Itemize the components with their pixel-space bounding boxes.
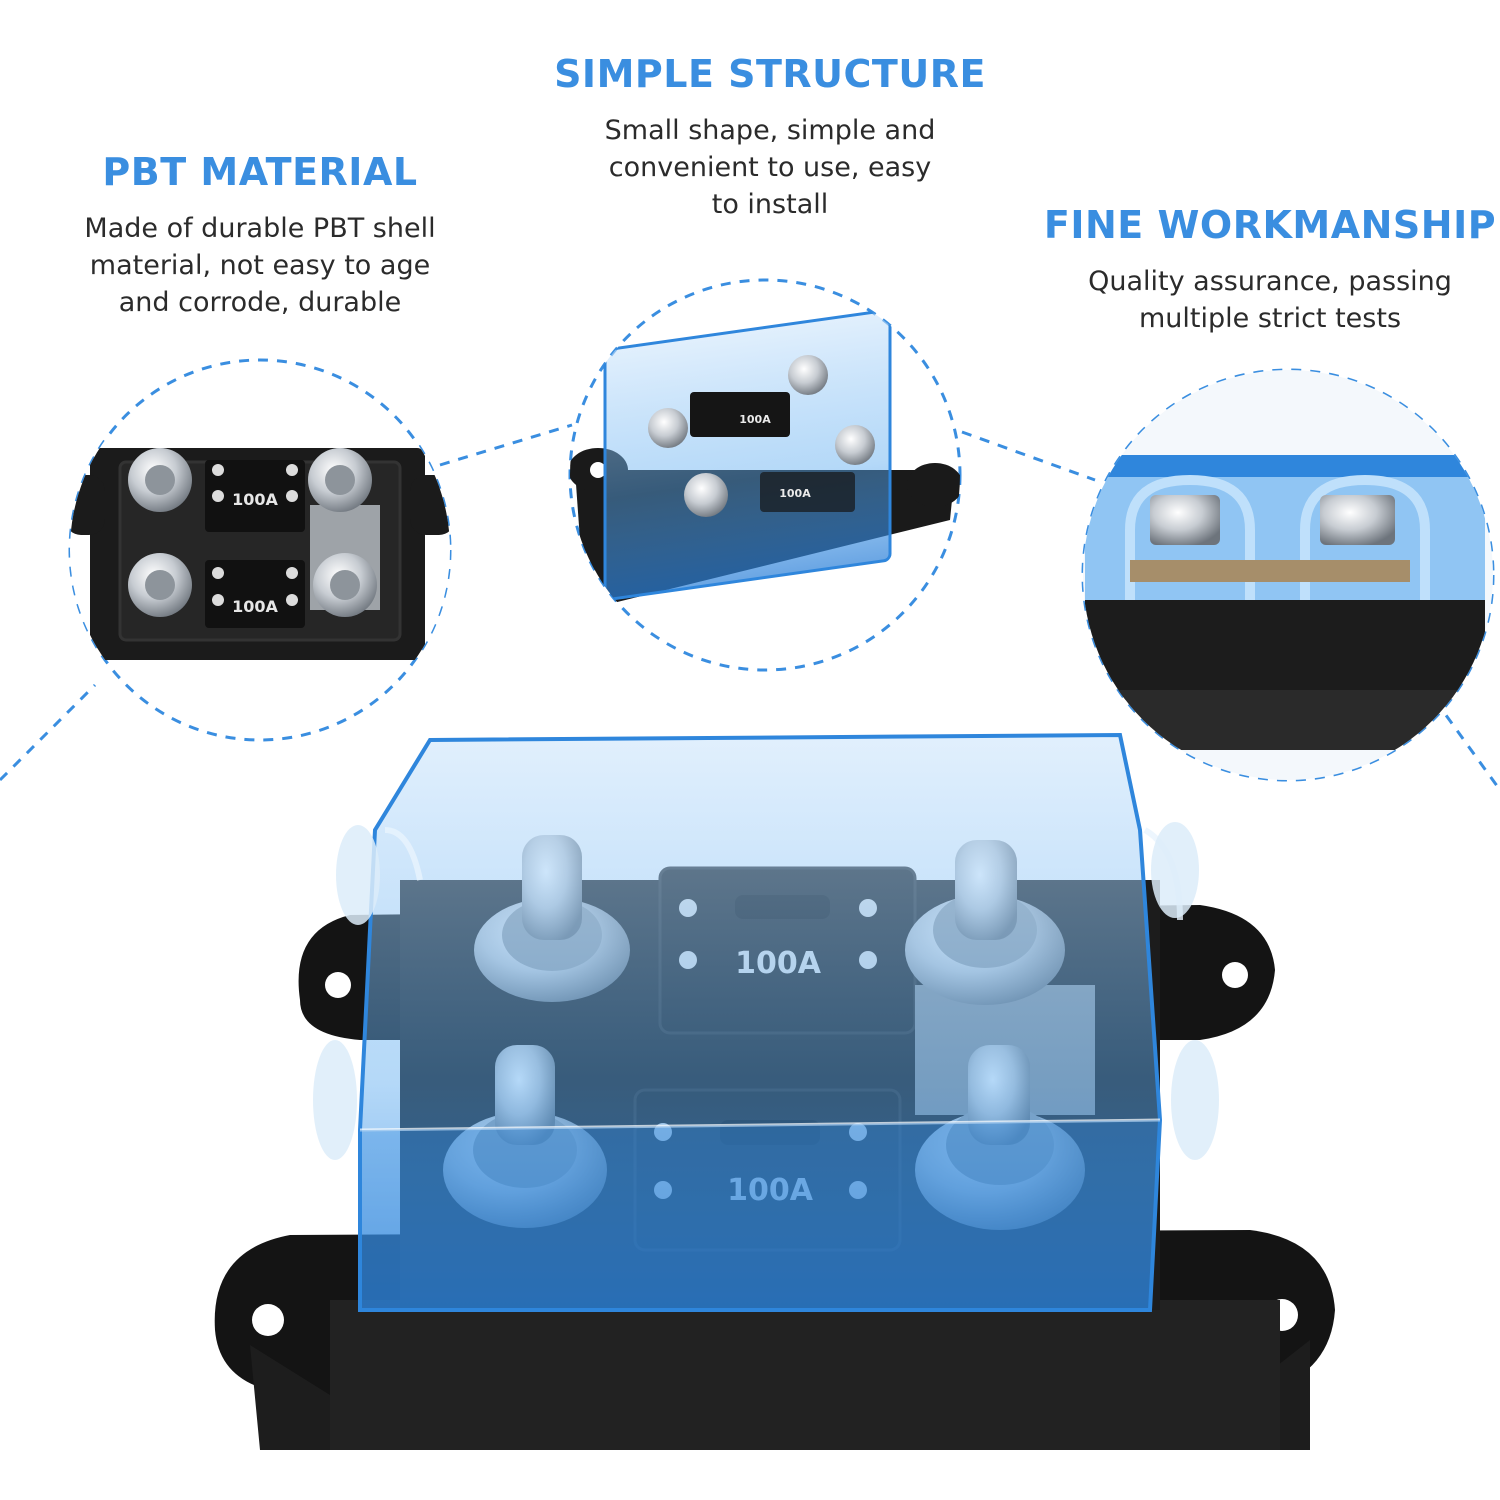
feature-description: Made of durable PBT shell material, not … [40, 210, 480, 321]
feature-title: SIMPLE STRUCTURE [554, 52, 986, 96]
feature-description-line: multiple strict tests [1138, 302, 1402, 334]
connector-line-mid-right [961, 430, 1096, 482]
feature-title: FINE WORKMANSHIP [1043, 203, 1497, 247]
connector-line-left [0, 683, 97, 782]
fuse-rating-label: 100A [739, 413, 771, 426]
feature-description: Quality assurance, passing multiple stri… [1040, 263, 1500, 337]
detail-view-side-closeup [1083, 370, 1493, 780]
fuse-rating-label: 100A [232, 597, 278, 616]
feature-description-line: to install [711, 188, 829, 220]
feature-pbt-material: PBT MATERIAL Made of durable PBT shell m… [40, 150, 480, 321]
mount-hole [1222, 962, 1248, 988]
detail-view-top-open: 100A 100A [70, 440, 450, 660]
mount-hole [325, 972, 351, 998]
transparent-cover [358, 732, 1163, 1312]
feature-description-line: Small shape, simple and [604, 114, 936, 146]
mount-hole [252, 1304, 284, 1336]
feature-simple-structure: SIMPLE STRUCTURE Small shape, simple and… [540, 52, 1000, 223]
feature-description-line: convenient to use, easy [608, 151, 932, 183]
feature-title: PBT MATERIAL [102, 150, 418, 194]
feature-description: Small shape, simple and convenient to us… [540, 112, 1000, 223]
feature-description-line: Made of durable PBT shell [84, 212, 436, 244]
feature-description-line: material, not easy to age [89, 249, 431, 281]
detail-view-covered: 100A 100A [570, 309, 960, 610]
main-product-fuse-holder: 100A 100A [214, 732, 1335, 1450]
connector-line-left-mid [439, 423, 573, 467]
feature-description-line: and corrode, durable [118, 286, 402, 318]
fuse-rating-label: 100A [232, 490, 278, 509]
connector-line-right [1433, 699, 1500, 791]
fuse-rating-label: 100A [779, 487, 811, 500]
feature-fine-workmanship: FINE WORKMANSHIP Quality assurance, pass… [1040, 203, 1500, 337]
feature-description-line: Quality assurance, passing [1088, 265, 1452, 297]
